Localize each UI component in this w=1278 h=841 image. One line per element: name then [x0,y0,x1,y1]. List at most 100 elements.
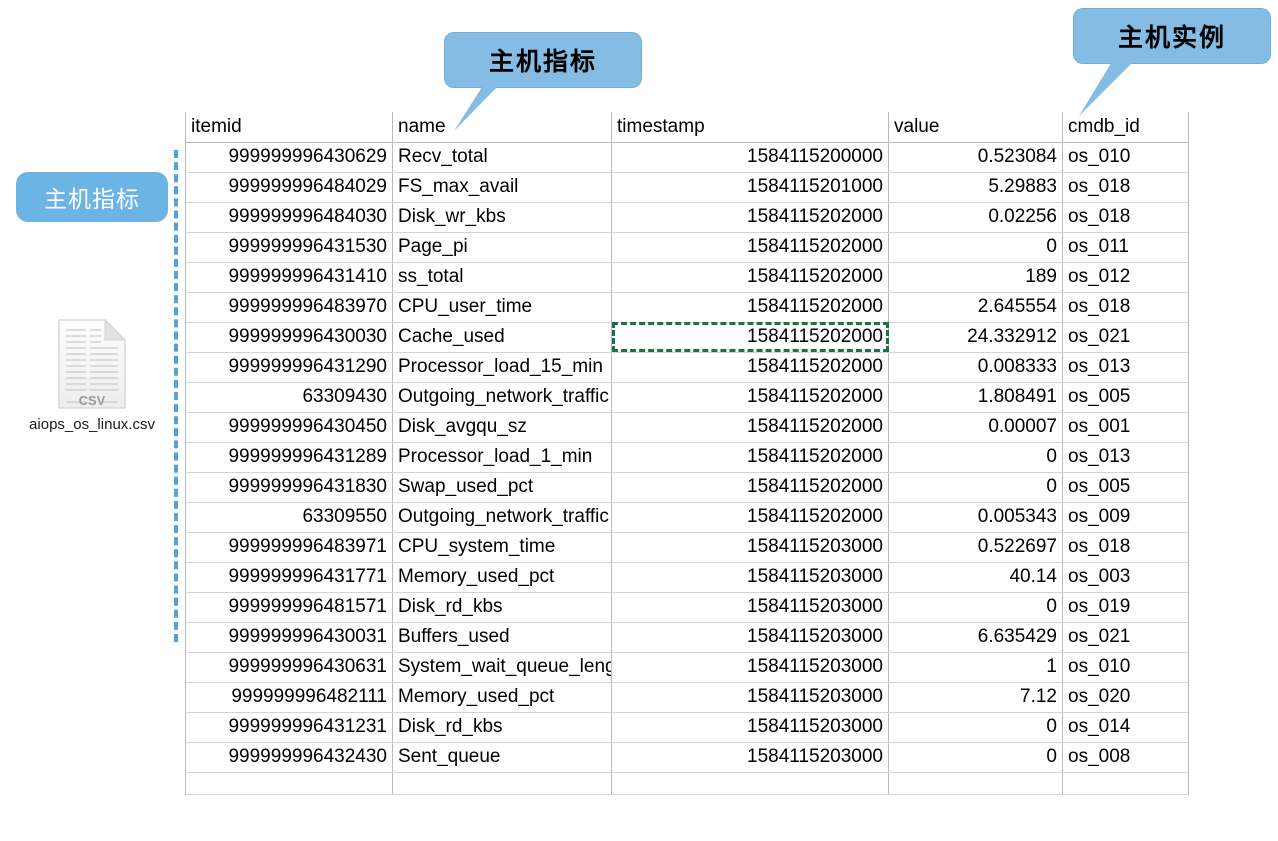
cell-cmdb-id[interactable]: os_013 [1062,352,1189,383]
cell-name[interactable]: Recv_total [392,142,612,173]
cell-cmdb-id[interactable]: os_003 [1062,562,1189,593]
cell-cmdb-id[interactable]: os_013 [1062,442,1189,473]
cell-value[interactable]: 24.332912 [888,322,1063,353]
cell-empty[interactable] [392,772,612,795]
cell-name[interactable]: CPU_user_time [392,292,612,323]
cell-itemid[interactable]: 999999996483970 [185,292,393,323]
cell-cmdb-id[interactable]: os_018 [1062,292,1189,323]
cell-itemid[interactable]: 63309430 [185,382,393,413]
cell-name[interactable]: Disk_wr_kbs [392,202,612,233]
cell-empty[interactable] [888,772,1063,795]
cell-cmdb-id[interactable]: os_005 [1062,382,1189,413]
cell-empty[interactable] [185,772,393,795]
cell-name[interactable]: Buffers_used [392,622,612,653]
cell-itemid[interactable]: 999999996430030 [185,322,393,353]
cell-cmdb-id[interactable]: os_014 [1062,712,1189,743]
cell-cmdb-id[interactable]: os_011 [1062,232,1189,263]
cell-itemid[interactable]: 999999996431289 [185,442,393,473]
cell-itemid[interactable]: 999999996484029 [185,172,393,203]
cell-timestamp[interactable]: 1584115202000 [611,322,889,353]
column-header-timestamp[interactable]: timestamp [611,112,889,143]
cell-itemid[interactable]: 999999996484030 [185,202,393,233]
cell-timestamp[interactable]: 1584115203000 [611,712,889,743]
cell-value[interactable]: 0.523084 [888,142,1063,173]
cell-name[interactable]: Processor_load_15_min [392,352,612,383]
cell-value[interactable]: 0 [888,712,1063,743]
cell-itemid[interactable]: 999999996431771 [185,562,393,593]
cell-cmdb-id[interactable]: os_009 [1062,502,1189,533]
cell-value[interactable]: 0 [888,232,1063,263]
cell-cmdb-id[interactable]: os_020 [1062,682,1189,713]
cell-value[interactable]: 5.29883 [888,172,1063,203]
cell-value[interactable]: 0 [888,472,1063,503]
cell-itemid[interactable]: 999999996431410 [185,262,393,293]
column-header-cmdb-id[interactable]: cmdb_id [1062,112,1189,143]
cell-value[interactable]: 189 [888,262,1063,293]
cell-timestamp[interactable]: 1584115202000 [611,202,889,233]
cell-value[interactable]: 0.02256 [888,202,1063,233]
cell-timestamp[interactable]: 1584115201000 [611,172,889,203]
cell-itemid[interactable]: 999999996481571 [185,592,393,623]
cell-value[interactable]: 0.008333 [888,352,1063,383]
cell-name[interactable]: Outgoing_network_traffic [392,502,612,533]
cell-value[interactable]: 0 [888,442,1063,473]
cell-timestamp[interactable]: 1584115203000 [611,592,889,623]
cell-value[interactable]: 40.14 [888,562,1063,593]
cell-value[interactable]: 2.645554 [888,292,1063,323]
cell-itemid[interactable]: 63309550 [185,502,393,533]
cell-empty[interactable] [1062,772,1189,795]
cell-itemid[interactable]: 999999996483971 [185,532,393,563]
spreadsheet-table-container[interactable]: itemid name timestamp value cmdb_id 9999… [185,112,1189,795]
cell-name[interactable]: Page_pi [392,232,612,263]
cell-timestamp[interactable]: 1584115200000 [611,142,889,173]
cell-cmdb-id[interactable]: os_010 [1062,142,1189,173]
cell-cmdb-id[interactable]: os_005 [1062,472,1189,503]
cell-timestamp[interactable]: 1584115202000 [611,262,889,293]
cell-name[interactable]: Memory_used_pct [392,562,612,593]
cell-name[interactable]: System_wait_queue_length [392,652,612,683]
cell-cmdb-id[interactable]: os_021 [1062,322,1189,353]
cell-name[interactable]: Cache_used [392,322,612,353]
cell-itemid[interactable]: 999999996431290 [185,352,393,383]
cell-cmdb-id[interactable]: os_021 [1062,622,1189,653]
cell-name[interactable]: Disk_avgqu_sz [392,412,612,443]
cell-itemid[interactable]: 999999996432430 [185,742,393,773]
column-header-value[interactable]: value [888,112,1063,143]
table-row-empty[interactable] [185,772,1189,795]
cell-itemid[interactable]: 999999996430629 [185,142,393,173]
cell-cmdb-id[interactable]: os_010 [1062,652,1189,683]
cell-timestamp[interactable]: 1584115202000 [611,292,889,323]
cell-timestamp[interactable]: 1584115202000 [611,442,889,473]
cell-timestamp[interactable]: 1584115203000 [611,742,889,773]
cell-timestamp[interactable]: 1584115203000 [611,652,889,683]
cell-itemid[interactable]: 999999996430031 [185,622,393,653]
cell-itemid[interactable]: 999999996431530 [185,232,393,263]
cell-itemid[interactable]: 999999996430631 [185,652,393,683]
cell-cmdb-id[interactable]: os_001 [1062,412,1189,443]
cell-name[interactable]: Processor_load_1_min [392,442,612,473]
cell-timestamp[interactable]: 1584115203000 [611,562,889,593]
cell-itemid[interactable]: 999999996482111 [185,682,393,713]
column-header-name[interactable]: name [392,112,612,143]
cell-timestamp[interactable]: 1584115203000 [611,682,889,713]
cell-timestamp[interactable]: 1584115202000 [611,352,889,383]
cell-timestamp[interactable]: 1584115202000 [611,382,889,413]
cell-name[interactable]: Memory_used_pct [392,682,612,713]
cell-value[interactable]: 7.12 [888,682,1063,713]
cell-name[interactable]: ss_total [392,262,612,293]
cell-name[interactable]: CPU_system_time [392,532,612,563]
cell-timestamp[interactable]: 1584115202000 [611,232,889,263]
